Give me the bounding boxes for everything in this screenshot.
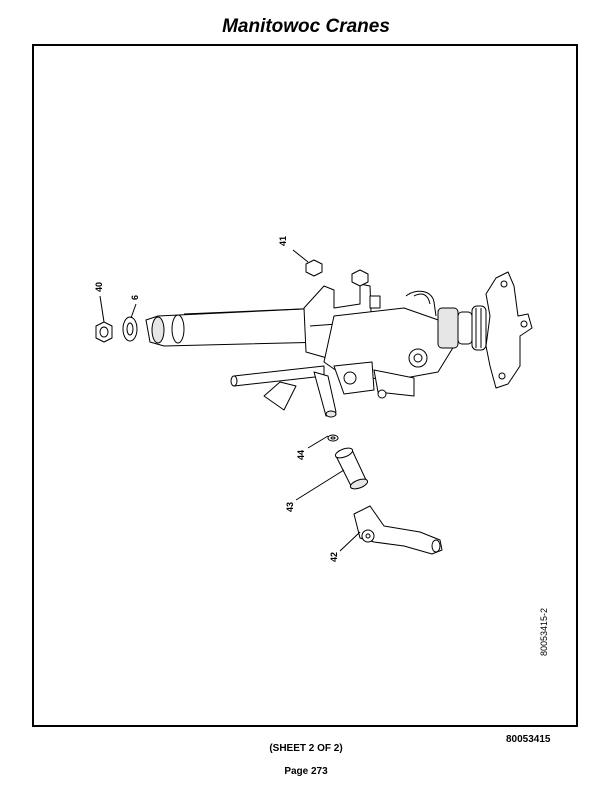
tilt-lever-shaft: [230, 361, 375, 418]
callout-leaders: [99, 249, 361, 552]
part-40-nut: [95, 321, 113, 343]
page-number: Page 273: [284, 766, 328, 777]
part-42-tilt-handle: [353, 505, 443, 555]
callout-42: 42: [329, 552, 339, 562]
diagram-frame: 40 6 41 44 43 42 80053415-2: [32, 44, 578, 727]
callout-40: 40: [94, 282, 104, 292]
part-6-washer: [122, 316, 138, 342]
callout-41: 41: [278, 236, 288, 246]
callout-44: 44: [296, 450, 306, 460]
callout-6: 6: [130, 295, 140, 300]
sheet-label: (SHEET 2 OF 2): [269, 743, 343, 754]
page-title: Manitowoc Cranes: [222, 16, 390, 37]
exploded-view-diagram: 40 6 41 44 43 42 80053415-2: [94, 236, 549, 656]
steering-hub-plate: [485, 271, 533, 389]
callout-43: 43: [285, 502, 295, 512]
steering-column-tube: [145, 307, 329, 347]
coupling-assembly: [437, 305, 487, 351]
callout-labels: 40 6 41 44 43 42: [94, 236, 339, 562]
document-number: 80053415: [506, 734, 551, 745]
part-44-washer: [327, 434, 339, 442]
part-43-sleeve: [334, 447, 369, 490]
part-41-square-nut: [305, 259, 369, 287]
tilt-mechanism-body: [323, 290, 455, 399]
figure-id: 80053415-2: [539, 608, 549, 656]
